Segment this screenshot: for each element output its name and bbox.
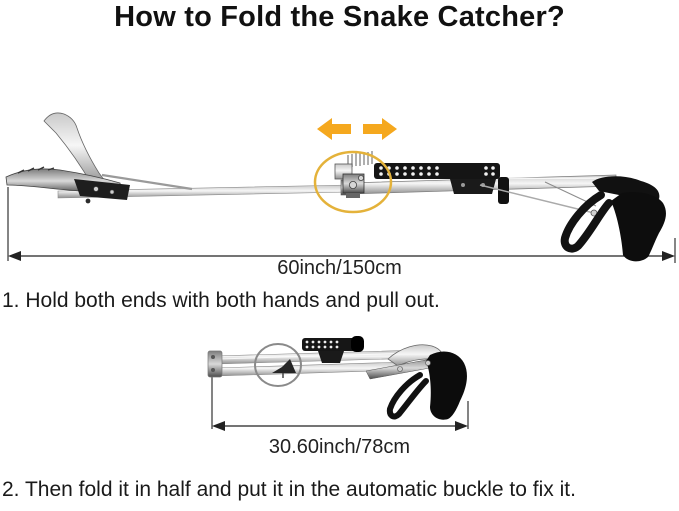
folded-length-label: 30.60inch/78cm [268,436,411,458]
page-title: How to Fold the Snake Catcher? [114,1,565,33]
automatic-buckle [334,151,373,198]
perforated-rail-folded [302,336,364,363]
pistol-grip-handle [479,176,666,262]
grabber-jaw [5,112,193,204]
extended-length-label: 60inch/150cm [277,257,402,279]
dimension-arrow-right-icon [662,251,675,261]
dimension-arrow-left-icon [8,251,21,261]
fold-clip [272,359,296,378]
highlight-circle-icon [313,150,393,214]
dimension-arrow-left-icon [212,421,225,431]
folded-snake-catcher-figure [207,336,469,431]
step-1-text: 1. Hold both ends with both hands and pu… [2,289,440,312]
pull-right-arrow-icon [363,118,397,140]
extended-snake-catcher-figure [5,112,676,263]
dimension-arrow-right-icon [455,421,468,431]
folded-handle-assembly [365,344,467,420]
dimension-line-extended [7,187,676,263]
folded-poles [207,349,421,378]
step-2-text: 2. Then fold it in half and put it in th… [2,478,576,501]
dimension-line-folded [211,370,469,431]
pull-left-arrow-icon [317,118,351,140]
highlight-circle-gray-icon [254,343,302,387]
